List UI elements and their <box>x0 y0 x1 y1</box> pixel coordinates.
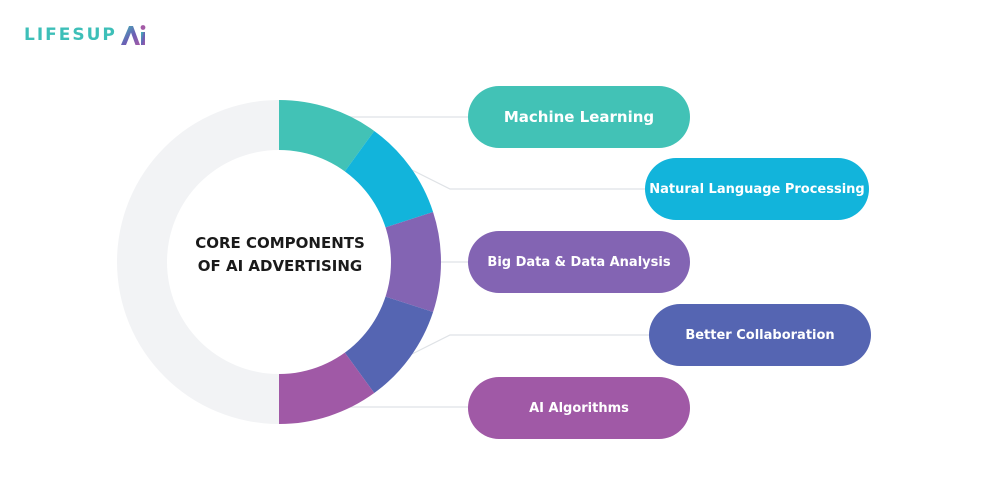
connector-collaboration <box>411 334 652 355</box>
segment-big-data <box>381 211 441 313</box>
center-title: CORE COMPONENTS OF AI ADVERTISING <box>170 232 390 278</box>
pill-better-collaboration: Better Collaboration <box>649 304 871 366</box>
ai-logo-mark <box>120 25 146 45</box>
ring-background <box>117 100 279 424</box>
segment-collaboration <box>342 295 434 394</box>
segment-nlp <box>342 130 434 229</box>
brand-logo: LIFESUP <box>24 21 147 49</box>
logo-text: LIFESUP <box>24 24 117 45</box>
center-title-line-1: CORE COMPONENTS <box>195 234 365 252</box>
ring-center <box>167 150 391 374</box>
pill-machine-learning: Machine Learning <box>468 86 690 148</box>
center-title-line-2: OF AI ADVERTISING <box>197 257 363 275</box>
pill-ai-algorithms: AI Algorithms <box>468 377 690 439</box>
pill-natural-language-processing: Natural Language Processing <box>645 158 869 220</box>
connector-nlp <box>411 169 648 190</box>
pill-big-data-analysis: Big Data & Data Analysis <box>468 231 690 293</box>
